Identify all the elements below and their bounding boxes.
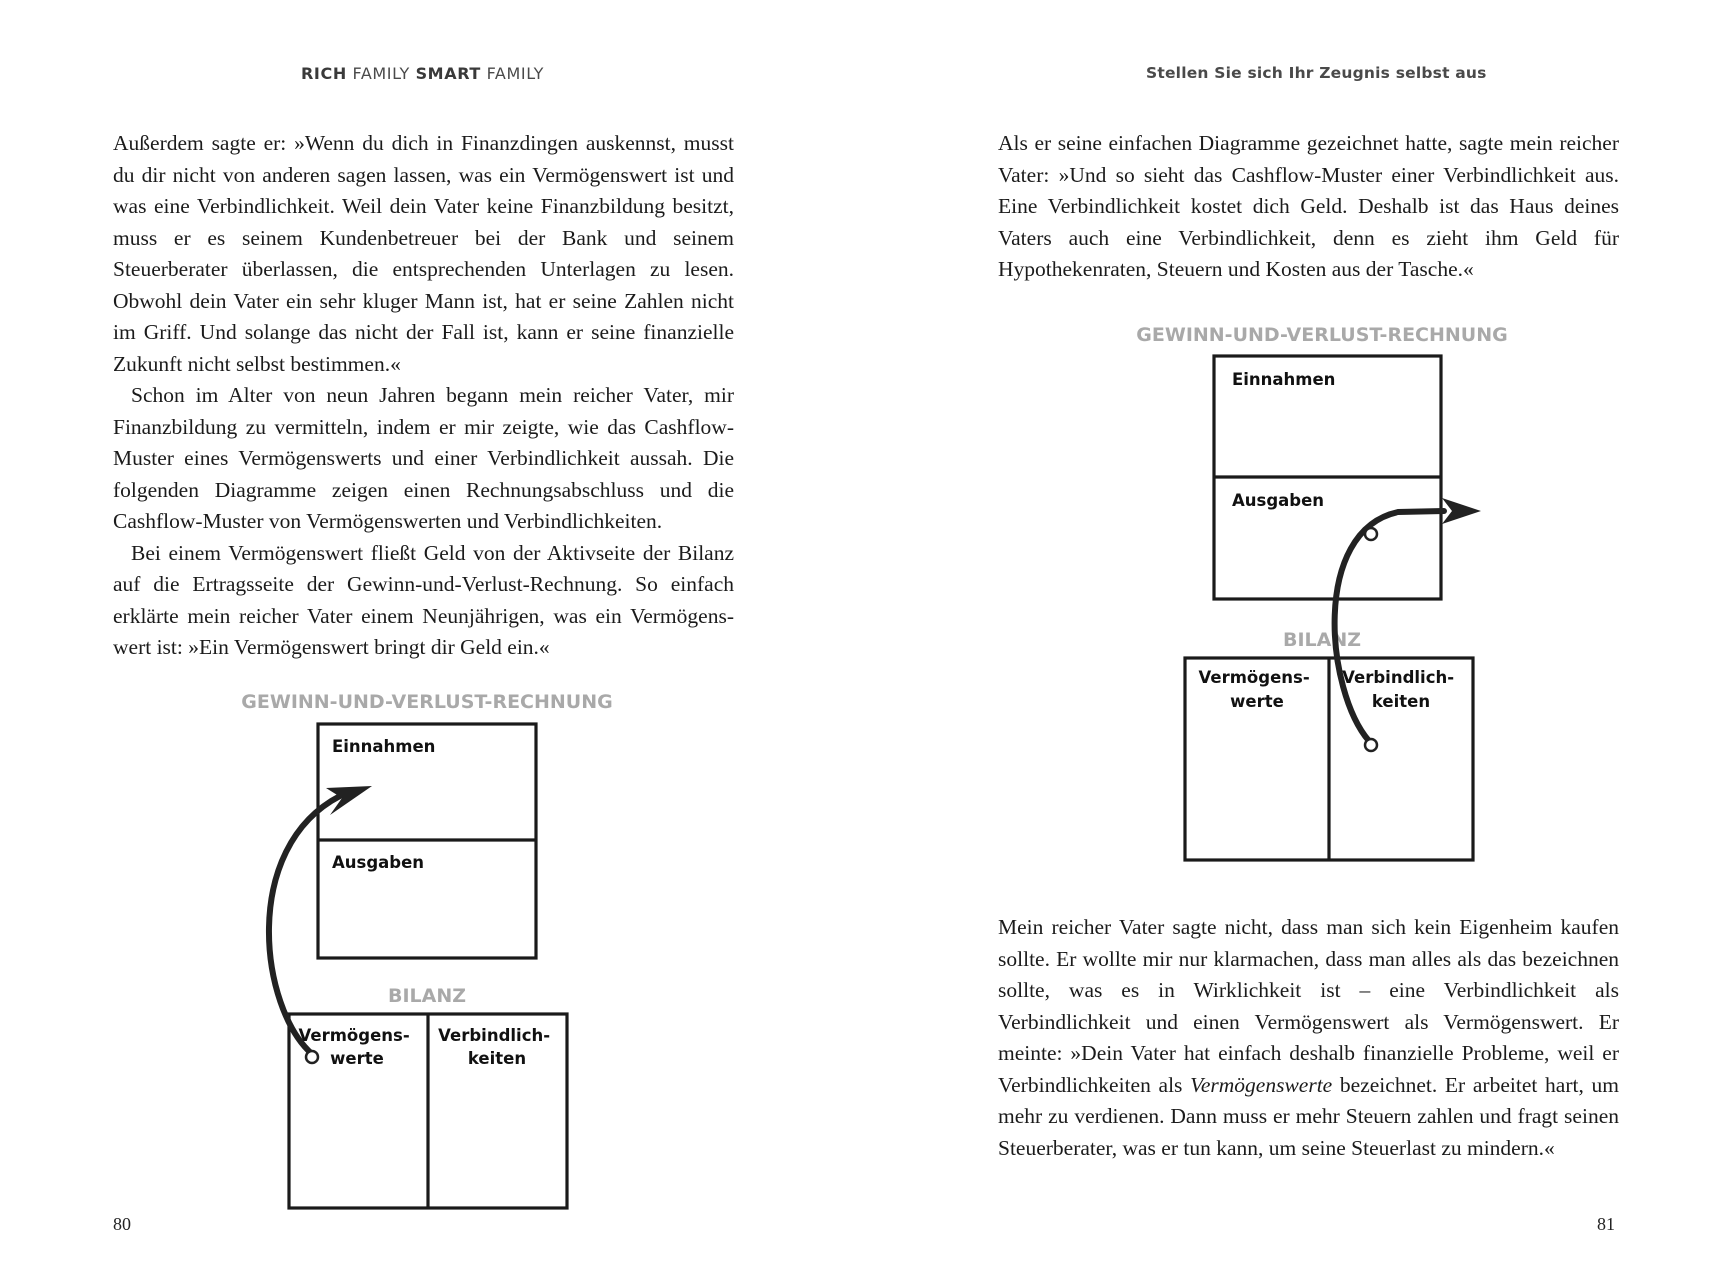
income-statement-title: GEWINN-UND-VERLUST-RECHNUNG <box>1136 324 1507 346</box>
income-label: Einnahmen <box>332 737 435 756</box>
paragraph: Bei einem Vermögenswert fließt Geld von … <box>113 540 734 660</box>
expenses-label: Ausgaben <box>332 853 424 872</box>
page-number-left: 80 <box>113 1214 131 1234</box>
income-statement-title: GEWINN-UND-VERLUST-RECHNUNG <box>241 691 612 713</box>
paragraph: Als er seine einfachen Diagramme gezeich… <box>998 131 1619 281</box>
assets-label: Vermögens- werte <box>1199 668 1316 711</box>
running-head-left: RICH FAMILY SMART FAMILY <box>301 64 544 83</box>
liabilities-label: Verbindlich- keiten <box>438 1026 556 1068</box>
right-body-text-bottom: Mein reicher Vater sagte nicht, dass man… <box>998 912 1619 1164</box>
page-number-right: 81 <box>1597 1214 1615 1234</box>
left-body-text: Außerdem sagte er: »Wenn du dich in Fina… <box>113 128 734 664</box>
arrow-head-icon <box>326 786 372 815</box>
arrow-end-node <box>1363 526 1379 542</box>
balance-sheet-title: BILANZ <box>388 985 466 1007</box>
liabilities-label: Verbindlich- keiten <box>1342 668 1460 711</box>
arrow-head-icon <box>1442 498 1481 524</box>
left-page: RICH FAMILY SMART FAMILY Außerdem sagte … <box>0 0 856 1270</box>
balance-sheet-title: BILANZ <box>1283 629 1361 651</box>
liability-cashflow-diagram: GEWINN-UND-VERLUST-RECHNUNG Einnahmen Au… <box>1136 324 1508 862</box>
expenses-label: Ausgaben <box>1232 491 1324 510</box>
paragraph: Schon im Alter von neun Jahren begann me… <box>113 383 734 533</box>
paragraph: Mein reicher Vater sagte nicht, dass man… <box>998 915 1619 1160</box>
assets-label: Vermögens- werte <box>299 1026 416 1068</box>
right-body-text-top: Als er seine einfachen Diagramme gezeich… <box>998 128 1619 286</box>
arrow-origin-node <box>1363 737 1379 753</box>
right-page: Stellen Sie sich Ihr Zeugnis selbst aus … <box>856 0 1713 1270</box>
cashflow-arrow <box>265 793 343 1057</box>
paragraph: Außerdem sagte er: »Wenn du dich in Fina… <box>113 131 734 376</box>
emphasis: Vermögenswerte <box>1190 1072 1333 1097</box>
running-head-right: Stellen Sie sich Ihr Zeugnis selbst aus <box>1146 64 1487 82</box>
arrow-origin-node <box>304 1049 320 1065</box>
income-label: Einnahmen <box>1232 370 1335 389</box>
cashflow-arrow <box>1331 508 1447 744</box>
asset-cashflow-diagram: GEWINN-UND-VERLUST-RECHNUNG Einnahmen Au… <box>241 691 613 1210</box>
